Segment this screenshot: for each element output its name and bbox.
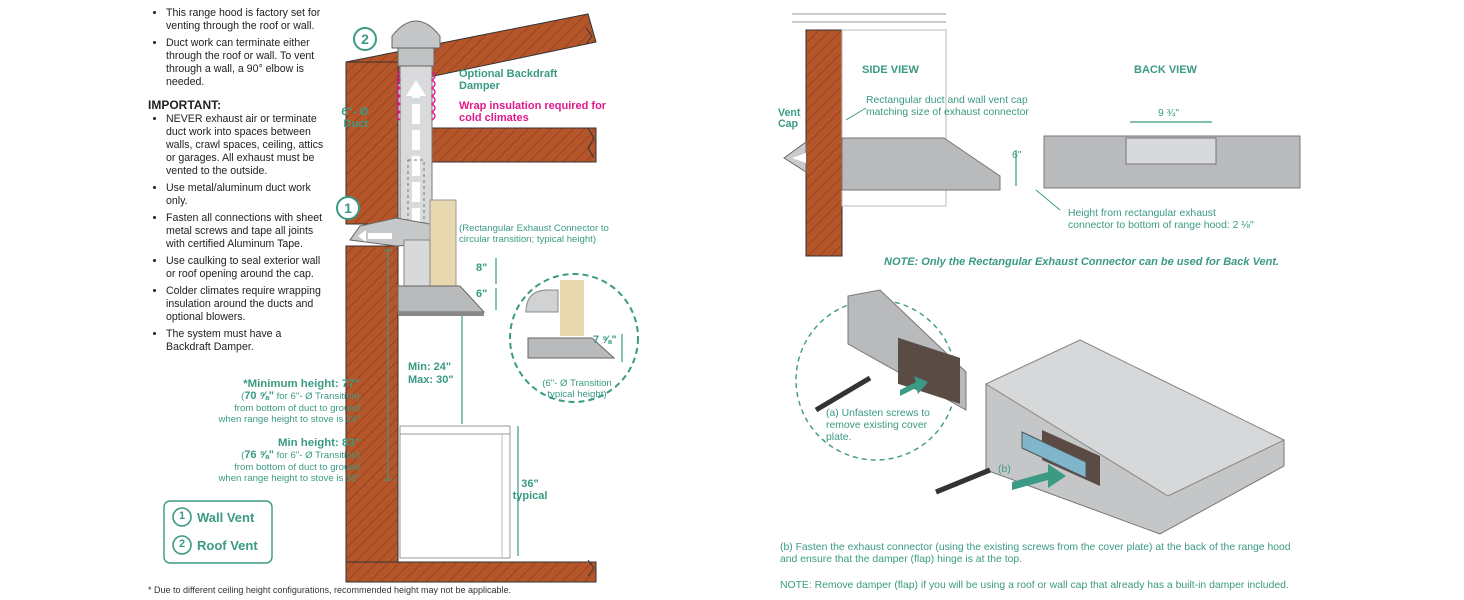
connector-note: (Rectangular Exhaust Connector to circul… — [459, 223, 609, 245]
counter-height-value: 36" — [521, 478, 539, 490]
footnote: * Due to different ceiling height config… — [148, 585, 512, 595]
min-height-77-block: *Minimum height: 77" (70 ⅝" for 6"- Ø Tr… — [186, 378, 360, 426]
min-label: Min: 24" — [408, 361, 452, 373]
vent-cap-label: Vent Cap — [778, 107, 801, 130]
important-heading: IMPORTANT: — [148, 98, 222, 112]
dim-8-label: 8" — [476, 262, 488, 274]
duct-label: 6"- Ø Duct — [341, 106, 368, 130]
step-b-marker: (b) — [998, 464, 1011, 475]
min-height-83-value-line: (76 ⅝" for 6"- Ø Transition) — [241, 449, 360, 461]
counter-height-label: 36" typical — [508, 478, 552, 502]
width-dim-label: 9 ¾" — [1158, 108, 1180, 119]
min-height-77-line3: when range height to stove is 24" — [218, 414, 360, 425]
wall-vent-marker — [336, 196, 360, 220]
min-max-label: Min: 24" Max: 30" — [408, 361, 454, 387]
legend-label-wall-vent: Wall Vent — [197, 510, 255, 525]
intro-bullet: This range hood is factory set for venti… — [166, 7, 324, 33]
min-height-83-suffix: for 6"- Ø Transition) — [273, 450, 360, 461]
legend-num-1: 1 — [178, 510, 186, 522]
damper-note: NOTE: Remove damper (flap) if you will b… — [780, 580, 1289, 591]
side-hood — [841, 137, 1001, 191]
roof-marker-number: 2 — [361, 31, 369, 47]
height-note: Height from rectangular exhaust connecto… — [1068, 208, 1298, 232]
wall-upper — [345, 61, 399, 225]
floor-slab — [345, 561, 597, 583]
back-view-title: BACK VIEW — [1134, 64, 1197, 76]
min-height-83-block: Min height: 83" (76 ⅝" for 6"- Ø Transit… — [186, 437, 360, 485]
max-label: Max: 30" — [408, 374, 454, 386]
min-height-83-title: Min height: 83" — [278, 437, 360, 449]
min-height-83-line3: when range height to stove is 30" — [218, 473, 360, 484]
back-vent-note: NOTE: Only the Rectangular Exhaust Conne… — [884, 256, 1280, 268]
wall-marker-number: 1 — [344, 200, 352, 216]
range-hood — [397, 285, 486, 313]
important-bullet: NEVER exhaust air or terminate duct work… — [166, 113, 324, 178]
detail-dim-label: 7 ⅝" — [593, 334, 617, 346]
height-dim-label: 6" — [1012, 150, 1022, 161]
important-bullet: Colder climates require wrapping insulat… — [166, 285, 324, 324]
counter-height-typical: typical — [512, 490, 548, 502]
important-bullet: Use metal/aluminum duct work only. — [166, 182, 324, 208]
important-bullet: Fasten all connections with sheet metal … — [166, 212, 324, 251]
side-wall — [805, 29, 843, 257]
min-height-83-line2: from bottom of duct to ground — [234, 461, 360, 473]
intro-bullets: This range hood is factory set for venti… — [148, 7, 324, 93]
min-height-77-suffix: for 6"- Ø Transition) — [273, 391, 360, 402]
stove — [399, 425, 511, 559]
dim-6-label: 6" — [476, 288, 488, 300]
important-bullets: NEVER exhaust air or terminate duct work… — [148, 113, 324, 358]
min-height-77-value: 70 ⅝" — [244, 390, 274, 402]
detail-caption: (6"- Ø Transition typical height) — [542, 378, 612, 400]
rect-duct-note: Rectangular duct and wall vent cap match… — [866, 95, 1029, 118]
min-height-83-value: 76 ⅝" — [244, 449, 274, 461]
step-a-text: (a) Unfasten screws to remove existing c… — [826, 408, 930, 443]
legend-label-roof-vent: Roof Vent — [197, 538, 258, 553]
insulation — [396, 71, 436, 121]
important-bullet: Use caulking to seal exterior wall or ro… — [166, 255, 324, 281]
min-height-77-title: *Minimum height: 77" — [243, 378, 360, 390]
important-bullet: The system must have a Backdraft Damper. — [166, 328, 324, 354]
roof-cap — [391, 20, 441, 49]
min-height-77-value-line: (70 ⅝" for 6"- Ø Transition) — [241, 390, 360, 402]
side-view-title: SIDE VIEW — [862, 64, 919, 76]
wall-lower — [345, 245, 399, 563]
height-note-line1: Height from rectangular exhaust — [1068, 208, 1216, 219]
height-note-line2: connector to bottom of range hood: 2 ⅛" — [1068, 220, 1254, 231]
min-height-77-line2: from bottom of duct to ground — [234, 402, 360, 414]
insulation-label: Wrap insulation required for cold climat… — [459, 100, 607, 124]
backdraft-damper-label: Optional Backdraft Damper — [459, 68, 558, 92]
roof-vent-marker — [353, 27, 377, 51]
intro-bullet: Duct work can terminate either through t… — [166, 37, 324, 89]
legend-num-2: 2 — [178, 538, 186, 550]
step-b-text: (b) Fasten the exhaust connector (using … — [780, 542, 1291, 565]
